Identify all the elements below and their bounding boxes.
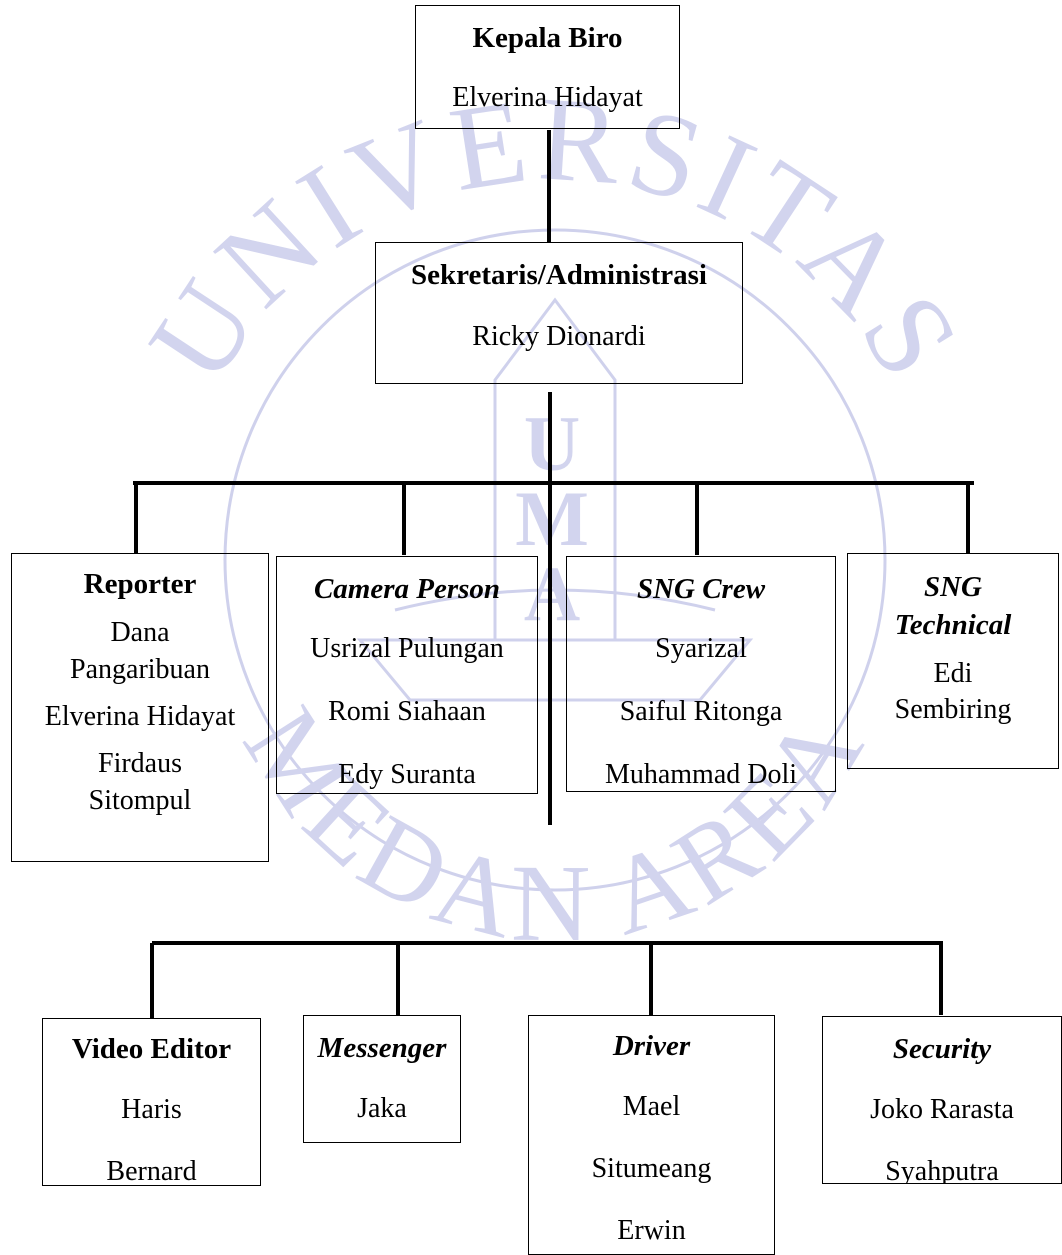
box-security: Security Joko Rarasta Syahputra: [822, 1016, 1062, 1184]
reporter-name-line: Firdaus: [98, 748, 182, 779]
sng-crew-name: Saiful Ritonga: [619, 696, 783, 727]
reporter-name-line: Pangaribuan: [70, 654, 210, 685]
camera-person-name: Edy Suranta: [338, 759, 476, 790]
reporter-name-line: Elverina Hidayat: [44, 701, 236, 732]
box-sng-crew: SNG Crew Syarizal Saiful Ritonga Muhamma…: [566, 556, 836, 792]
box-sng-technical: SNG Technical Edi Sembiring: [847, 553, 1059, 769]
sekretaris-title: Sekretaris/Administrasi: [411, 259, 707, 291]
camera-person-title: Camera Person: [313, 573, 501, 605]
video-editor-name: Haris: [121, 1094, 182, 1125]
video-editor-name: Bernard: [106, 1156, 197, 1186]
box-kepala-biro: Kepala Biro Elverina Hidayat: [415, 5, 680, 129]
sng-technical-title: Technical: [894, 609, 1012, 641]
driver-name: Mael: [622, 1091, 681, 1122]
box-camera-person: Camera Person Usrizal Pulungan Romi Siah…: [276, 556, 538, 794]
messenger-name: Jaka: [357, 1093, 407, 1124]
sng-technical-name: Edi: [933, 658, 973, 689]
kepala-biro-name: Elverina Hidayat: [452, 82, 643, 113]
driver-title: Driver: [612, 1030, 691, 1062]
sng-technical-title: SNG: [923, 571, 982, 603]
sng-crew-title: SNG Crew: [636, 573, 766, 605]
sng-technical-name: Sembiring: [894, 694, 1012, 725]
messenger-title: Messenger: [317, 1032, 447, 1064]
sekretaris-name: Ricky Dionardi: [472, 321, 646, 352]
video-editor-title: Video Editor: [71, 1033, 232, 1065]
kepala-biro-title: Kepala Biro: [472, 22, 623, 54]
reporter-title: Reporter: [83, 568, 197, 600]
box-video-editor: Video Editor Haris Bernard: [42, 1018, 261, 1186]
sng-crew-name: Syarizal: [655, 633, 747, 664]
camera-person-name: Romi Siahaan: [328, 696, 486, 727]
box-reporter: Reporter Dana Pangaribuan Elverina Hiday…: [11, 553, 269, 862]
reporter-name-line: Dana: [110, 617, 170, 648]
security-name: Joko Rarasta: [870, 1094, 1014, 1125]
box-sekretaris: Sekretaris/Administrasi Ricky Dionardi: [375, 242, 743, 384]
box-driver: Driver Mael Situmeang Erwin: [528, 1015, 775, 1255]
security-title: Security: [892, 1033, 992, 1065]
reporter-name-line: Sitompul: [88, 785, 192, 816]
security-name: Syahputra: [885, 1156, 999, 1184]
driver-name: Erwin: [617, 1215, 686, 1246]
camera-person-name: Usrizal Pulungan: [310, 633, 504, 664]
sng-crew-name: Muhammad Doli: [604, 759, 798, 790]
box-messenger: Messenger Jaka: [303, 1015, 461, 1143]
driver-name: Situmeang: [591, 1153, 712, 1184]
